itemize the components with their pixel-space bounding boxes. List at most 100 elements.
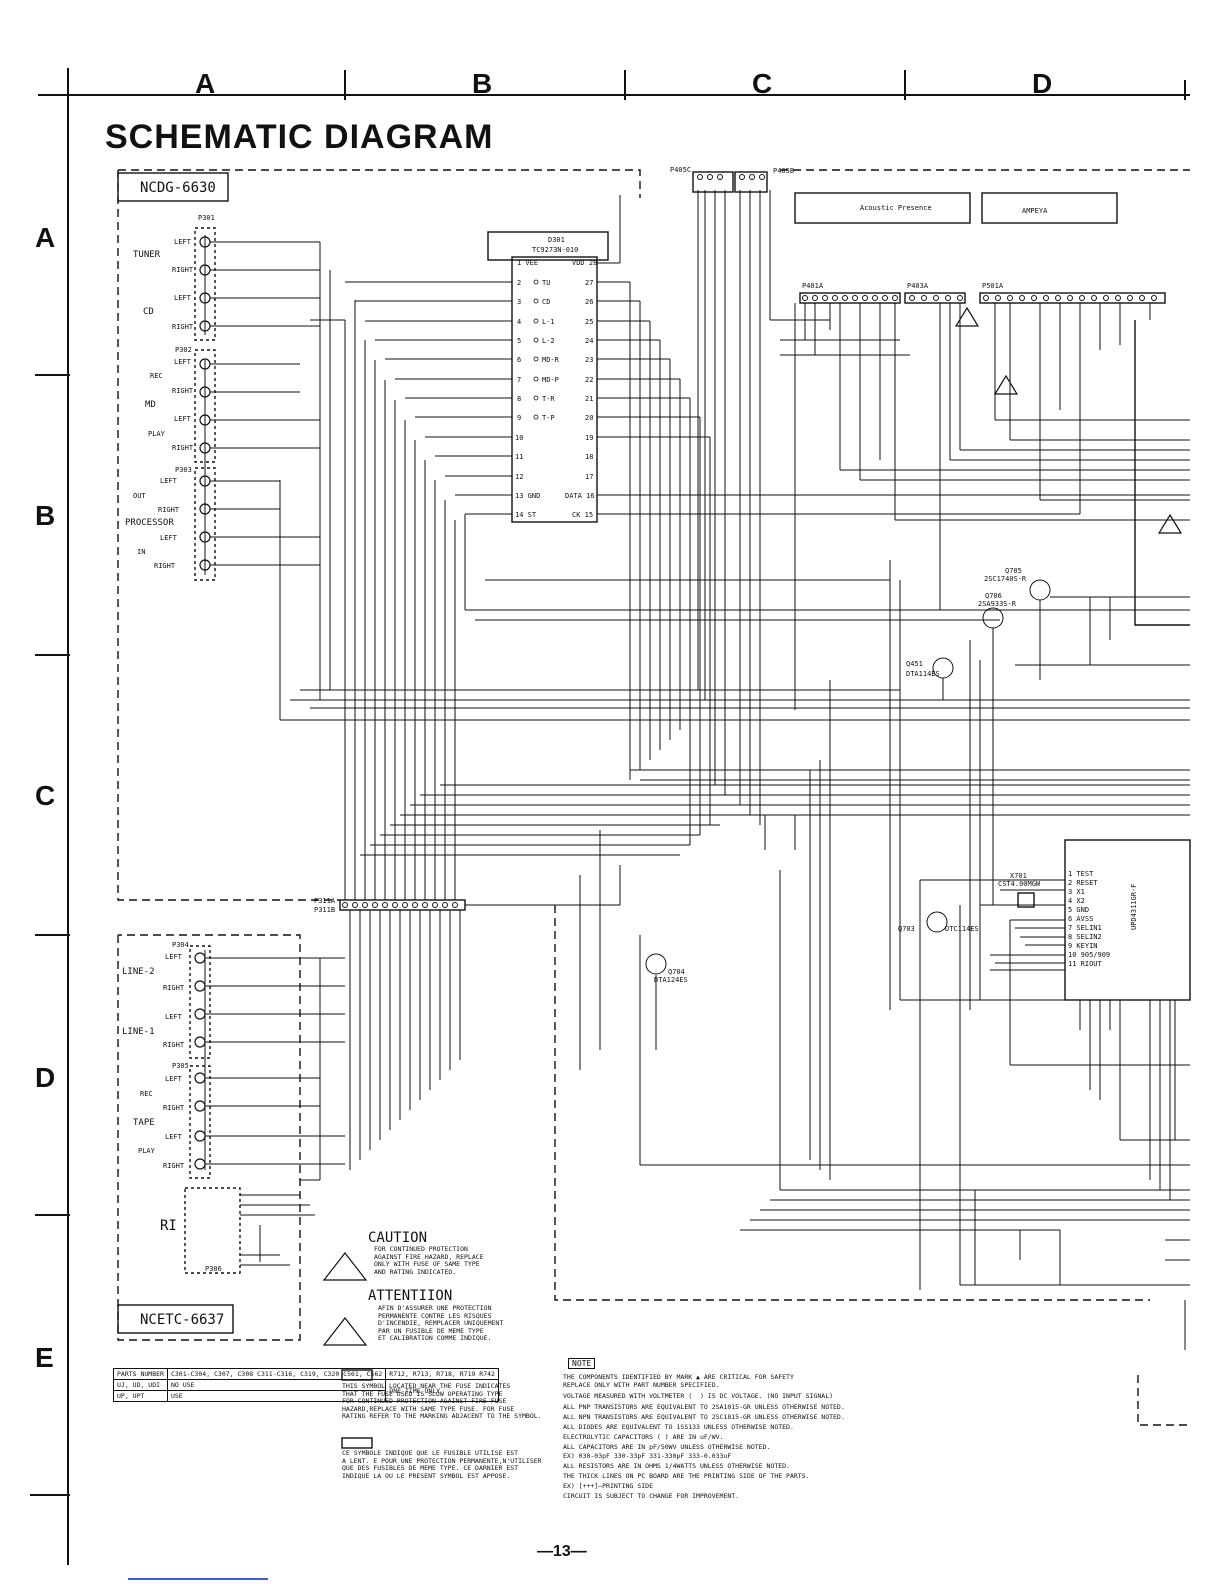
ic-pin: 10 — [515, 434, 524, 442]
channel-left: LEFT — [160, 534, 177, 542]
ic-pin: 2 — [517, 279, 522, 287]
channel-right: RIGHT — [172, 266, 194, 274]
input-label-rec-tape: REC — [140, 1090, 153, 1098]
mcu-pin: 5 GND — [1068, 906, 1090, 914]
transistor-ref: Q705 — [1005, 567, 1022, 575]
note-label: NOTE — [568, 1358, 596, 1369]
channel-right: RIGHT — [163, 1041, 185, 1049]
attention-text: AFIN D'ASSURER UNE PROTECTION PERMANENTE… — [378, 1304, 504, 1342]
channel-left: LEFT — [160, 477, 177, 485]
mcu-pin: 2 RESET — [1068, 879, 1098, 887]
note-line: EX) [+++]—PRINTING SIDE — [563, 1482, 654, 1490]
note-line: ALL CAPACITORS ARE IN pF/50WV UNLESS OTH… — [563, 1443, 771, 1451]
caution-text: FOR CONTINUED PROTECTION AGAINST FIRE HA… — [374, 1245, 484, 1276]
ic-pin: 6 — [517, 356, 522, 364]
mcu-pin: 1 TEST — [1068, 870, 1094, 878]
transistor-part: DTA124ES — [654, 976, 688, 984]
ic-switch-label: L-1 — [542, 318, 555, 326]
note-line: ALL DIODES ARE EQUIVALENT TO 1SS133 UNLE… — [563, 1423, 794, 1431]
fuse-note-french: CE SYMBOLE INDIQUE QUE LE FUSIBLE UTILIS… — [342, 1449, 542, 1480]
channel-left: LEFT — [165, 1133, 182, 1141]
grid-column-label: C — [752, 68, 773, 99]
parts-cell: NO USE — [166, 1379, 387, 1391]
mcu-pin: 11 RIOUT — [1068, 960, 1102, 968]
caution-heading: CAUTION — [368, 1230, 428, 1246]
parts-cell: R712, R713, R718, R719 R742 — [385, 1368, 499, 1380]
channel-right: RIGHT — [172, 444, 194, 452]
grid-row-label: E — [35, 1342, 54, 1373]
ic-part: TC9273N-010 — [532, 246, 579, 254]
channel-right: RIGHT — [163, 1104, 185, 1112]
crystal-part: CST4.00MGW — [998, 880, 1041, 888]
ic-pin: 11 — [515, 453, 524, 461]
channel-left: LEFT — [165, 1013, 182, 1021]
ic-switch-label: T-R — [542, 395, 555, 403]
ic-pin: 7 — [517, 376, 522, 384]
mcu-pin: 8 SELIN2 — [1068, 933, 1102, 941]
connector-label: P401A — [802, 282, 824, 290]
ic-ref: D301 — [548, 236, 565, 244]
parts-cell: PARTS NUMBER — [113, 1368, 168, 1380]
note-line: ELECTROLYTIC CAPACITORS ( ) ARE IN uF/WV… — [563, 1433, 724, 1441]
connector-label: P303 — [175, 466, 192, 474]
attention-heading: ATTENTIION — [368, 1288, 453, 1304]
input-label-out: OUT — [133, 492, 146, 500]
ic-switch-label: MD-R — [542, 356, 559, 364]
transistor-part: 2SC1740S-R — [984, 575, 1027, 583]
scan-artifact-line — [128, 1578, 268, 1580]
input-label-tuner: TUNER — [133, 250, 161, 260]
grid-row-label: C — [35, 780, 56, 811]
ic-switch-label: TU — [542, 279, 551, 287]
mcu-part: UPD4311GR-F — [1130, 883, 1138, 930]
mcu-pin: 9 KEYIN — [1068, 942, 1098, 950]
note-line: REPLACE ONLY WITH PART NUMBER SPECIFIED. — [563, 1381, 720, 1389]
parts-table: PARTS NUMBER C301-C304, C307, C308 C311-… — [113, 1368, 499, 1402]
note-line: VOLTAGE MEASURED WITH VOLTMETER ( ) IS D… — [563, 1392, 834, 1400]
note-line: ALL PNP TRANSISTORS ARE EQUIVALENT TO 2S… — [563, 1403, 845, 1411]
ic-pin: 22 — [585, 376, 594, 384]
mcu-pin: 4 X2 — [1068, 897, 1085, 905]
ic-pin: CK 15 — [572, 511, 594, 519]
channel-right: RIGHT — [163, 984, 185, 992]
ic-switch-label: CD — [542, 298, 551, 306]
ic-pin: 26 — [585, 298, 594, 306]
grid-column-label: B — [472, 68, 493, 99]
connector-label: P405B — [773, 167, 795, 175]
ic-pin: 24 — [585, 337, 594, 345]
note-line: CIRCUIT IS SUBJECT TO CHANGE FOR IMPROVE… — [563, 1492, 740, 1500]
ic-pin: 3 — [517, 298, 522, 306]
connector-label: P304 — [172, 941, 189, 949]
channel-left: LEFT — [174, 238, 191, 246]
transistor-ref: Q706 — [985, 592, 1002, 600]
note-line: THE COMPONENTS IDENTIFIED BY MARK ▲ ARE … — [563, 1373, 794, 1381]
ic-pin: 12 — [515, 473, 524, 481]
transistor-part: DTA114ES — [906, 670, 940, 678]
ic-pin: 4 — [517, 318, 522, 326]
ic-switch-label: T-P — [542, 414, 555, 422]
grid-row-label: A — [35, 222, 56, 253]
input-label-ri: RI — [160, 1218, 177, 1234]
note-line: EX) 030-03pF 330-33pF 331-330pF 333-0.03… — [563, 1452, 732, 1460]
mcu-pin: 10 905/909 — [1068, 951, 1111, 959]
channel-right: RIGHT — [154, 562, 176, 570]
input-label-play: PLAY — [148, 430, 165, 438]
transistor-ref: Q703 — [898, 925, 915, 933]
connector-label: P311A — [314, 897, 336, 905]
page-title: SCHEMATIC DIAGRAM — [105, 118, 494, 156]
transistor-part: DTC114ES — [945, 925, 979, 933]
ic-pin: 23 — [585, 356, 594, 364]
channel-right: RIGHT — [163, 1162, 185, 1170]
ic-pin: 27 — [585, 279, 594, 287]
note-line: ALL RESISTORS ARE IN OHMS 1/4WATTS UNLES… — [563, 1462, 790, 1470]
transistor-part: 2SA933S-R — [978, 600, 1016, 608]
ic-pin: 25 — [585, 318, 594, 326]
ic-pin: 8 — [517, 395, 522, 403]
parts-cell: C301-C304, C307, C308 C311-C316, C319, C… — [166, 1368, 387, 1380]
acoustic-presence-label: Acoustic Presence — [860, 204, 932, 212]
input-label-rec: REC — [150, 372, 163, 380]
parts-cell: UP, UPT — [113, 1390, 168, 1402]
parts-cell: UJ, UD, UDI — [113, 1379, 168, 1391]
ampeya-label: AMPEYA — [1022, 207, 1048, 215]
connector-label: P305 — [172, 1062, 189, 1070]
